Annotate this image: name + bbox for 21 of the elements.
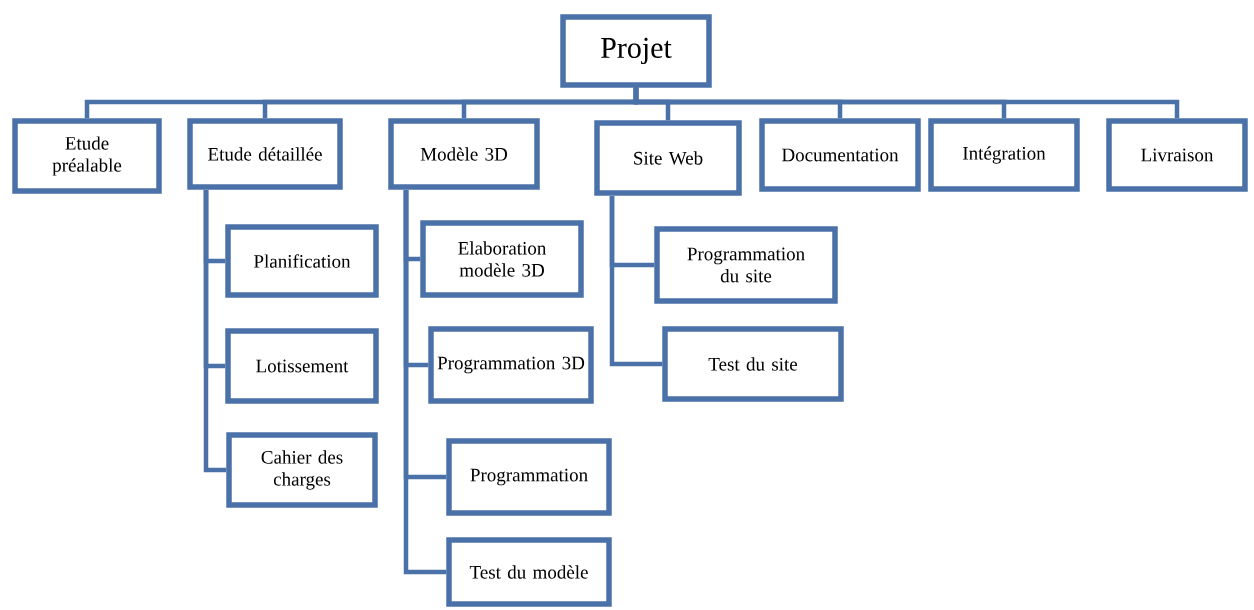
connector-line [403,190,447,575]
task-box: Lotissement [225,328,379,404]
root-box: Projet [560,14,712,88]
task-box: Etude préalable [12,118,162,194]
task-box: Elaboration modèle 3D [420,220,584,298]
task-box: Documentation [759,118,921,192]
task-box: Programmation [446,438,612,516]
task-box: Programmation 3D [428,326,594,404]
task-box: Site Web [594,120,742,196]
task-box: Planification [225,224,379,298]
task-box: Livraison [1106,118,1248,192]
task-box: Cahier des charges [226,432,378,508]
task-box: Etude détaillée [187,118,343,190]
task-box: Intégration [928,118,1080,192]
connector-line [609,196,663,367]
task-box: Test du modèle [446,537,612,607]
connector-line [203,190,227,473]
task-box: Programmation du site [654,226,838,304]
connector-line [633,87,1180,119]
task-box: Modèle 3D [388,118,540,190]
task-box: Test du site [662,326,844,402]
